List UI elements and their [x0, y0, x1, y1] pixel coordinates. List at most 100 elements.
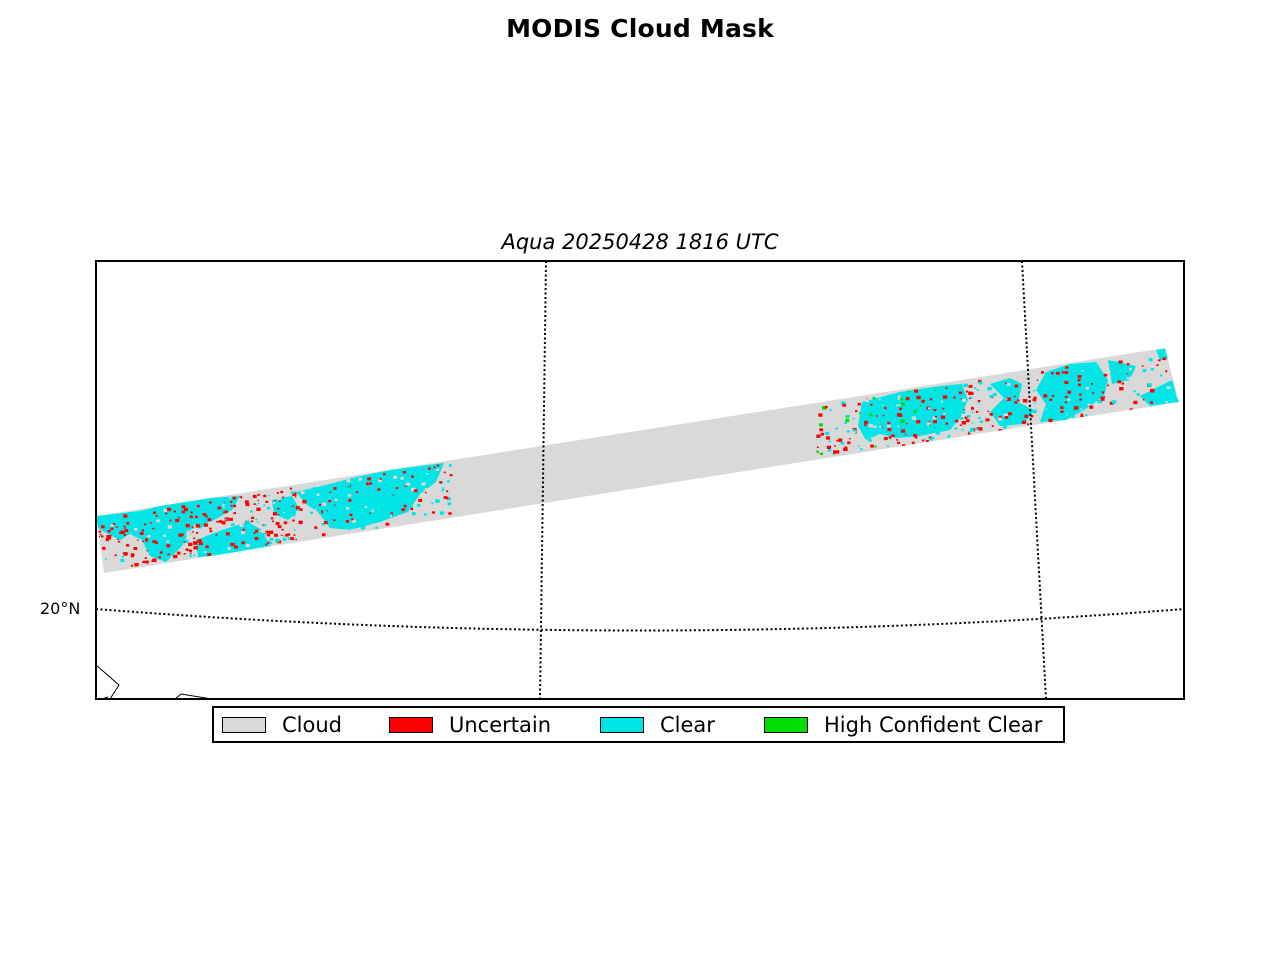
mask-pixel: [221, 521, 226, 525]
mask-pixel: [198, 509, 201, 511]
mask-pixel: [1122, 371, 1127, 375]
mask-pixel: [858, 412, 861, 415]
mask-pixel: [296, 528, 300, 532]
mask-pixel: [445, 497, 449, 500]
cloud-mask-speckles: [96, 350, 1179, 572]
mask-pixel: [183, 541, 186, 543]
mask-pixel: [313, 532, 317, 535]
mask-pixel: [216, 520, 220, 524]
mask-pixel: [346, 479, 351, 483]
mask-pixel: [271, 520, 274, 523]
mask-pixel: [1150, 401, 1154, 404]
mask-pixel: [348, 499, 352, 502]
mask-pixel: [282, 498, 286, 501]
mask-pixel: [188, 542, 193, 547]
mask-pixel: [979, 420, 983, 423]
mask-pixel: [1099, 400, 1103, 403]
mask-pixel: [1066, 413, 1068, 415]
mask-pixel: [932, 416, 937, 420]
mask-pixel: [225, 505, 229, 508]
mask-pixel: [253, 503, 256, 505]
mask-pixel: [1158, 359, 1161, 362]
mask-pixel: [1083, 399, 1087, 403]
mask-pixel: [382, 514, 385, 517]
mask-pixel: [903, 410, 908, 414]
mask-pixel: [966, 425, 971, 429]
mask-pixel: [262, 524, 264, 526]
mask-pixel: [145, 539, 149, 542]
mask-pixel: [266, 530, 270, 534]
mask-pixel: [200, 523, 204, 527]
mask-pixel: [265, 500, 269, 503]
mask-pixel: [107, 529, 111, 533]
mask-pixel: [123, 525, 126, 527]
mask-pixel: [186, 530, 191, 534]
mask-pixel: [274, 533, 278, 537]
meridian-line-east: [1021, 261, 1047, 699]
mask-pixel: [327, 496, 331, 500]
mask-pixel: [921, 439, 925, 442]
mask-pixel: [1060, 410, 1064, 413]
mask-pixel: [977, 427, 979, 429]
mask-pixel: [874, 445, 877, 448]
mask-pixel: [276, 492, 279, 494]
mask-pixel: [130, 564, 133, 567]
mask-pixel: [921, 441, 925, 444]
mask-pixel: [196, 532, 199, 534]
mask-pixel: [857, 402, 861, 406]
mask-pixel: [421, 482, 426, 486]
mask-pixel: [1172, 362, 1177, 366]
mask-pixel: [185, 523, 190, 528]
mask-pixel: [279, 535, 284, 539]
mask-pixel: [1045, 408, 1048, 410]
mask-pixel: [389, 515, 392, 517]
mask-pixel: [881, 408, 885, 411]
mask-pixel: [842, 403, 847, 407]
mask-pixel: [265, 543, 268, 546]
clear-region-west-2: [196, 522, 270, 557]
mask-pixel: [365, 485, 370, 490]
mask-pixel: [251, 503, 253, 506]
mask-pixel: [254, 537, 259, 541]
mask-pixel: [181, 510, 185, 514]
mask-pixel: [255, 518, 258, 521]
mask-pixel: [891, 434, 895, 437]
mask-pixel: [1159, 374, 1163, 377]
mask-pixel: [245, 503, 250, 507]
mask-pixel: [991, 425, 994, 427]
mask-pixel: [277, 514, 280, 516]
mask-pixel: [127, 544, 130, 547]
mask-pixel: [382, 499, 385, 502]
mask-pixel: [971, 411, 974, 413]
mask-pixel: [935, 415, 937, 418]
mask-pixel: [189, 549, 192, 552]
mask-pixel: [183, 553, 186, 555]
mask-pixel: [998, 417, 1003, 421]
mask-pixel: [270, 517, 274, 520]
mask-pixel: [966, 415, 971, 418]
mask-pixel: [1032, 390, 1035, 392]
mask-pixel: [269, 530, 274, 534]
mask-pixel: [947, 415, 952, 419]
mask-pixel: [156, 519, 160, 523]
mask-pixel: [189, 554, 193, 557]
mask-pixel: [1006, 397, 1011, 401]
mask-pixel: [279, 538, 283, 541]
mask-pixel: [230, 543, 232, 545]
mask-pixel: [241, 541, 245, 545]
mask-pixel: [126, 522, 130, 525]
mask-pixel: [935, 431, 940, 435]
mask-pixel: [340, 489, 345, 493]
mask-pixel: [381, 500, 384, 502]
mask-pixel: [234, 534, 238, 537]
mask-pixel: [837, 424, 841, 428]
mask-pixel: [829, 409, 832, 411]
mask-pixel: [447, 480, 450, 483]
mask-pixel: [251, 516, 255, 519]
mask-pixel: [1079, 398, 1082, 401]
mask-pixel: [964, 382, 968, 385]
mask-pixel: [881, 426, 883, 428]
mask-pixel: [110, 524, 114, 527]
mask-pixel: [825, 436, 830, 440]
mask-pixel: [142, 560, 146, 563]
